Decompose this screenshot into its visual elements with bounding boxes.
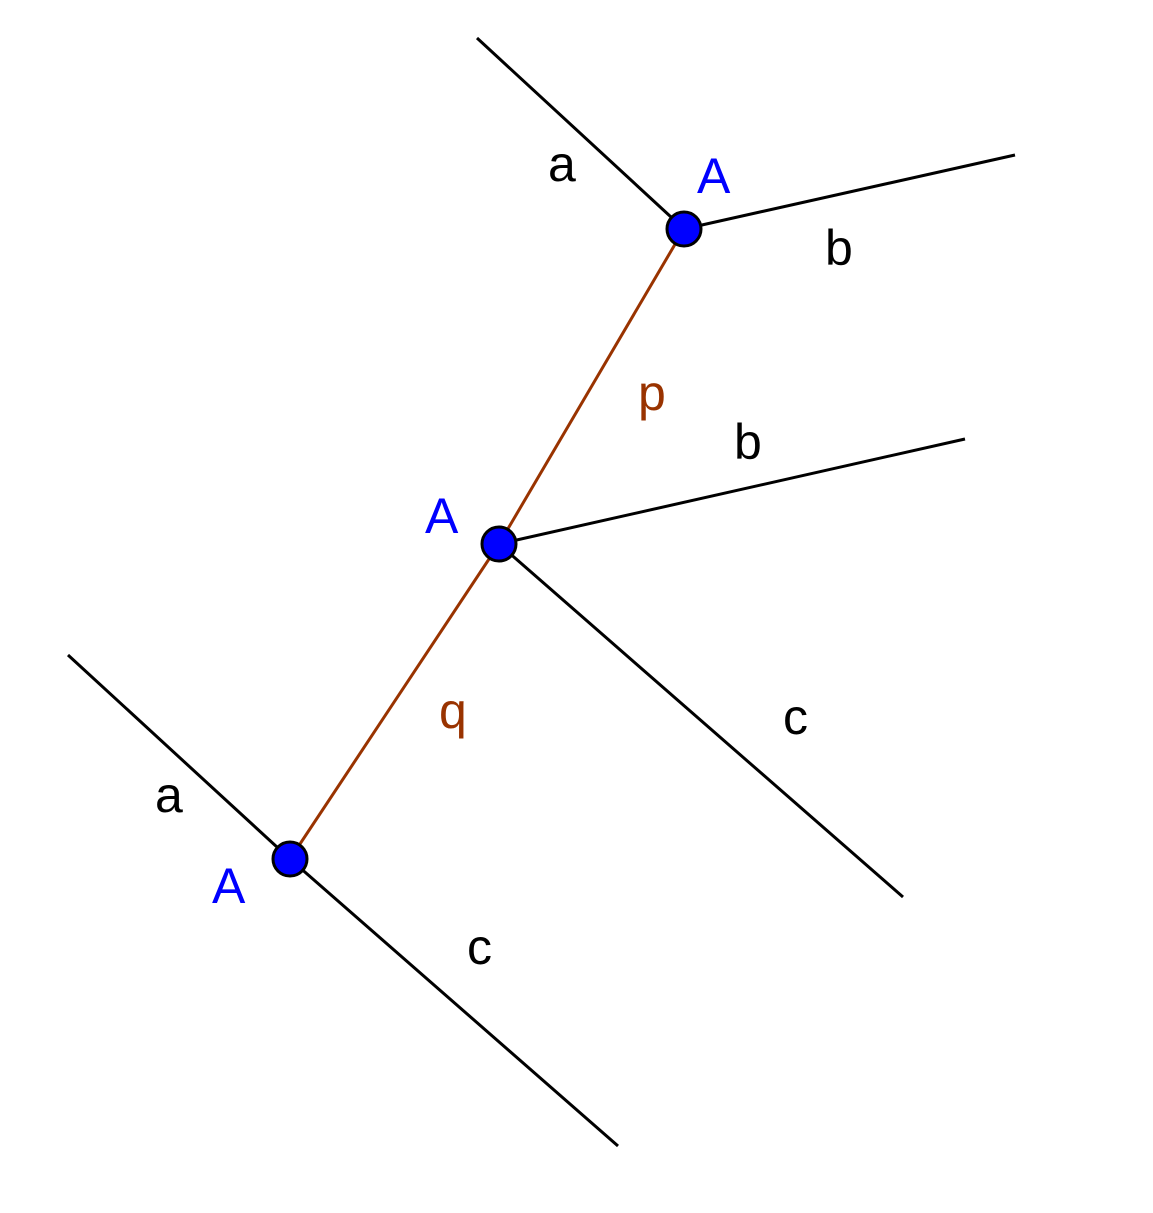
point-middle[interactable] xyxy=(480,525,518,563)
line-label-top-b: b xyxy=(825,220,853,276)
ray-middle-c xyxy=(498,542,904,899)
segment-label-p: p xyxy=(638,365,666,421)
segment-label-q: q xyxy=(439,683,467,739)
ray-top-b xyxy=(683,153,1016,231)
ray-top-a xyxy=(475,36,686,231)
line-label-middle-b: b xyxy=(734,414,762,470)
point-label-middle: A xyxy=(425,488,459,544)
ray-bottom-a xyxy=(66,653,292,861)
point-top[interactable] xyxy=(665,210,703,248)
segment-q xyxy=(288,543,501,860)
point-bottom[interactable] xyxy=(271,840,309,878)
point-label-bottom: A xyxy=(212,858,246,914)
segment-p xyxy=(497,228,686,545)
ray-middle-b xyxy=(498,437,966,546)
line-label-top-a: a xyxy=(548,136,576,192)
point-label-top: A xyxy=(697,148,731,204)
line-label-bottom-a: a xyxy=(155,767,183,823)
ray-bottom-c xyxy=(289,857,619,1148)
line-label-middle-c: c xyxy=(783,689,808,745)
line-label-bottom-c: c xyxy=(467,919,492,975)
